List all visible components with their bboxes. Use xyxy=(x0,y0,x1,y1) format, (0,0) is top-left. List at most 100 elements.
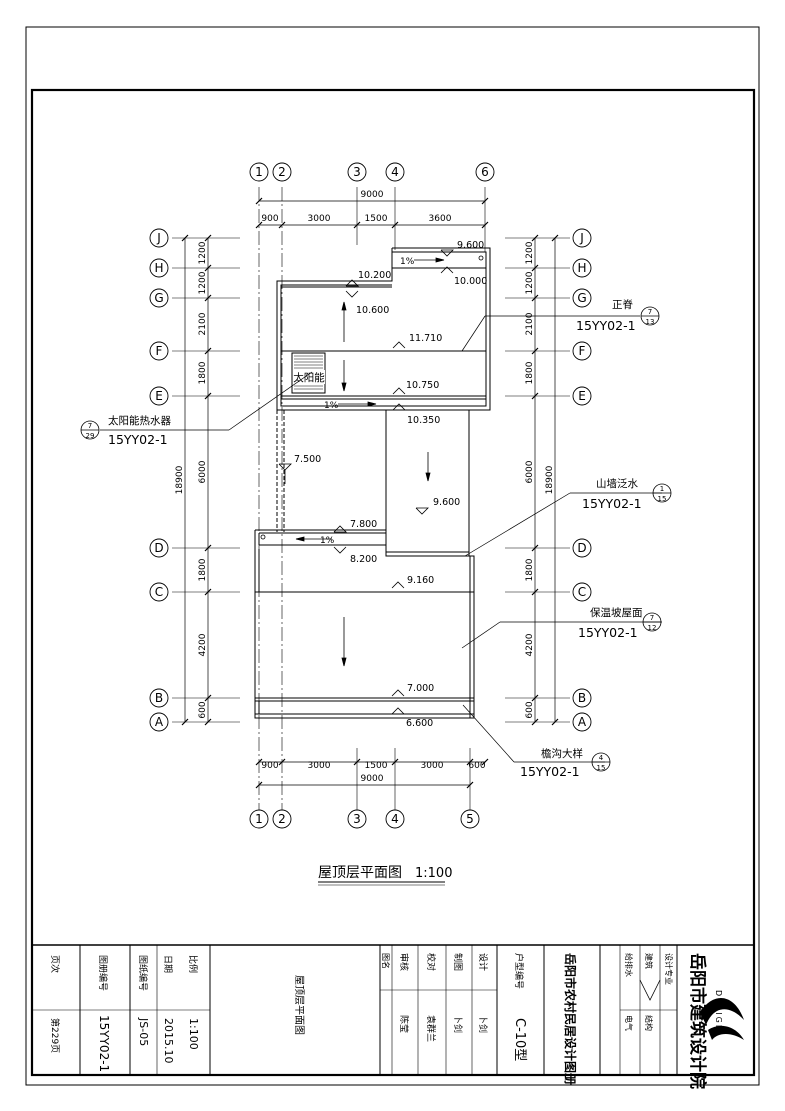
dim-bottom-seg: 1500 xyxy=(365,761,388,771)
axis-label-left: G xyxy=(154,291,163,305)
solar-heater-label: 太阳能 xyxy=(293,371,325,384)
level-text: 10.000 xyxy=(454,276,487,287)
axis-label-right: G xyxy=(577,291,586,305)
callout-num-gutter: 4 xyxy=(599,754,604,762)
scale-value: 1:100 xyxy=(187,1018,200,1050)
slope-text: 1% xyxy=(400,257,415,267)
drawing-name: 屋顶层平面图 xyxy=(293,975,305,1035)
scale-label: 比例 xyxy=(187,955,199,973)
dim-bottom-total: 9000 xyxy=(361,774,384,784)
slope-text: 1% xyxy=(320,536,335,546)
level-text: 7.000 xyxy=(407,683,434,694)
callout-num-solar: 7 xyxy=(88,422,92,430)
dim-side-seg: 1800 xyxy=(198,361,208,384)
axis-label-left: B xyxy=(155,691,163,705)
level-text: 8.200 xyxy=(350,554,377,565)
callout-den-roof: 12 xyxy=(648,624,657,632)
callout-den-ridge: 13 xyxy=(646,318,655,326)
date-label: 日期 xyxy=(162,955,173,973)
axis-label-right: A xyxy=(578,715,587,729)
callout-label-gutter: 檐沟大样 xyxy=(541,747,583,760)
dim-side-seg: 1200 xyxy=(525,241,535,264)
company-name: 岳阳市建筑设计院 xyxy=(687,953,708,1089)
dim-top-seg: 3000 xyxy=(308,214,331,224)
solar-heater: 太阳能 xyxy=(291,352,326,394)
callout-label-ridge: 正脊 xyxy=(612,298,633,311)
axis-label-right: H xyxy=(577,261,586,275)
axis-label-right: C xyxy=(578,585,586,599)
title-block xyxy=(32,944,754,1075)
page-label: 页次 xyxy=(49,955,61,973)
slope-text: 1% xyxy=(324,401,339,411)
design-name: 卜剑 xyxy=(477,1015,489,1033)
outer-trim-border xyxy=(25,26,760,1086)
detail-callout-circles xyxy=(80,306,672,772)
title-block-major: 建筑 xyxy=(644,953,654,969)
axis-label-left: F xyxy=(156,344,163,358)
company-logo xyxy=(700,998,744,1040)
drawing-name-label: 图名 xyxy=(381,953,391,969)
atlas-no: 15YY02-1 xyxy=(97,1015,111,1072)
draw-name: 卜剑 xyxy=(452,1015,464,1033)
axis-label-left: E xyxy=(155,389,163,403)
draw-label: 制图 xyxy=(452,953,464,971)
check-name: 袁群兰 xyxy=(425,1015,437,1042)
dim-top-seg: 3600 xyxy=(429,214,452,224)
level-text: 9.600 xyxy=(433,497,460,508)
axis-label-top: 4 xyxy=(391,165,399,179)
level-text: 7.500 xyxy=(294,454,321,465)
level-text: 7.800 xyxy=(350,519,377,530)
title-block-major: 结构 xyxy=(644,1015,654,1031)
axis-label-right: E xyxy=(578,389,586,403)
dim-side-seg: 4200 xyxy=(198,633,208,656)
dim-top-seg: 1500 xyxy=(365,214,388,224)
atlas-no-label: 图册编号 xyxy=(97,955,109,991)
axis-label-left: A xyxy=(155,715,164,729)
title-block-major-label: 设计专业 xyxy=(664,953,674,985)
axis-label-left: D xyxy=(154,541,163,555)
dim-side-seg: 6000 xyxy=(198,460,208,483)
dim-bottom-seg: 3000 xyxy=(421,761,444,771)
dim-bottom-seg: 900 xyxy=(261,761,278,771)
atlas-title: 岳阳市农村民居设计图册 xyxy=(563,953,578,1085)
house-type-label: 户型编号 xyxy=(513,953,525,989)
dim-side-seg: 1200 xyxy=(198,271,208,294)
dim-side-total-left: 18900 xyxy=(175,465,185,494)
callout-ref-solar: 15YY02-1 xyxy=(108,432,168,447)
level-text: 9.160 xyxy=(407,575,434,586)
axis-label-bottom: 5 xyxy=(466,812,474,826)
dim-side-seg: 1200 xyxy=(525,271,535,294)
level-markers xyxy=(278,249,454,715)
dim-side-seg: 2100 xyxy=(525,312,535,335)
roof-outline xyxy=(254,247,491,719)
callout-ref-flashing: 15YY02-1 xyxy=(582,496,642,511)
callout-den-gutter: 15 xyxy=(597,764,606,772)
level-text: 10.750 xyxy=(406,380,439,391)
axis-label-top: 6 xyxy=(481,165,489,179)
level-text: 11.710 xyxy=(409,333,442,344)
axis-bubbles xyxy=(149,162,592,829)
level-text: 10.200 xyxy=(358,270,391,281)
review-name: 陈莹 xyxy=(398,1015,410,1033)
callout-num-ridge: 7 xyxy=(648,308,652,316)
review-label: 审核 xyxy=(398,953,410,971)
axis-label-bottom: 1 xyxy=(255,812,263,826)
title-block-major: 给排水 xyxy=(624,953,634,977)
callout-num-flashing: 1 xyxy=(660,485,664,493)
slope-arrows xyxy=(295,257,445,667)
callout-label-roof: 保温坡屋面 xyxy=(590,606,643,619)
logo-design-word: DESIGN xyxy=(714,990,723,1033)
level-text: 9.600 xyxy=(457,240,484,251)
dim-bottom-seg: 3000 xyxy=(308,761,331,771)
callout-den-solar: 29 xyxy=(86,432,95,440)
house-type: C-10型 xyxy=(512,1018,527,1061)
drawing-scale: 1:100 xyxy=(415,866,452,881)
axis-label-right: F xyxy=(579,344,586,358)
callout-den-flashing: 15 xyxy=(658,495,667,503)
callout-ref-gutter: 15YY02-1 xyxy=(520,764,580,779)
date-value: 2015.10 xyxy=(162,1018,175,1064)
dimension-lines xyxy=(181,197,559,789)
axis-label-right: J xyxy=(579,231,584,245)
title-block-major: 电气 xyxy=(624,1015,634,1031)
